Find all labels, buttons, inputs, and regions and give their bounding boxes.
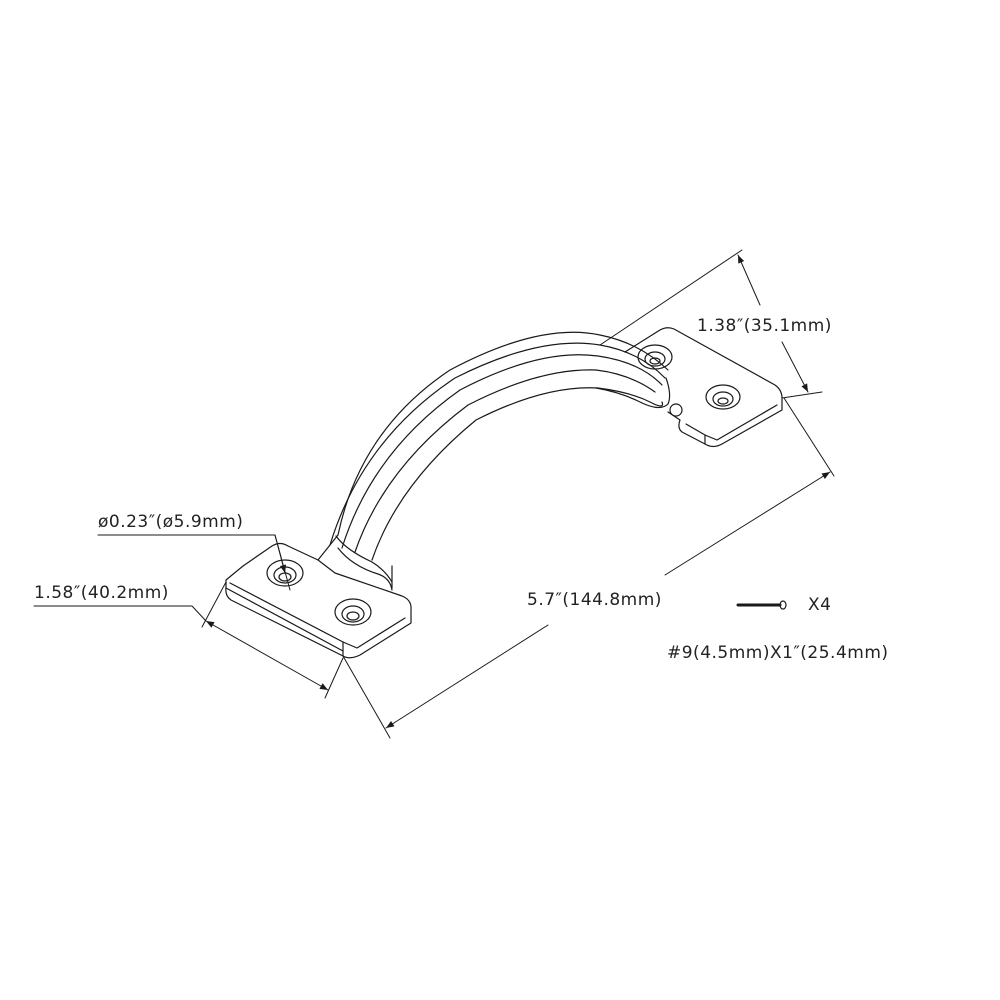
dimension-depth	[599, 249, 823, 399]
hole-diameter-label: ø0.23″(ø5.9mm)	[98, 512, 244, 532]
depth-dimension-label: 1.38″(35.1mm)	[697, 316, 832, 336]
overall-length-label: 5.7″(144.8mm)	[527, 590, 662, 610]
dimension-length	[342, 397, 835, 739]
leader-hole-diameter	[97, 534, 291, 591]
handle-arch	[317, 331, 683, 591]
dimension-base-width	[33, 581, 344, 699]
left-base-plate	[225, 542, 412, 659]
screw-icon	[736, 600, 787, 610]
screw-quantity-label: X4	[808, 595, 832, 615]
screw-spec-label: #9(4.5mm)X1″(25.4mm)	[667, 643, 889, 663]
base-width-label: 1.58″(40.2mm)	[34, 583, 169, 603]
right-base-plate	[624, 327, 783, 448]
